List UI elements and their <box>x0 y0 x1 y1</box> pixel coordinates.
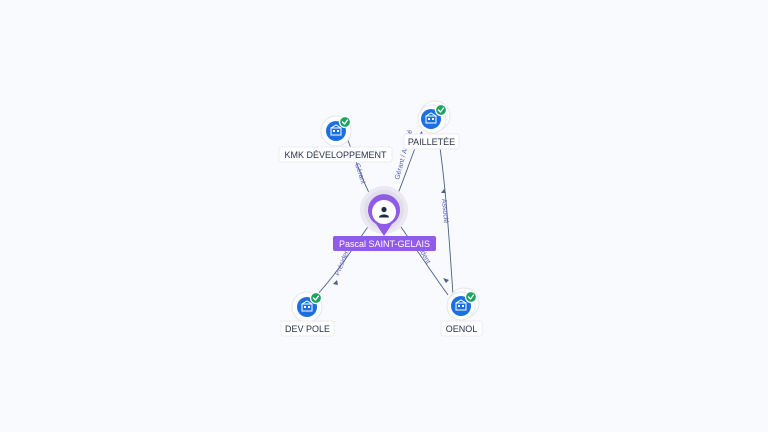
company-label-box <box>280 320 335 337</box>
edge-label-oenol-pailletee: Associé <box>440 199 449 224</box>
company-node-disc <box>421 109 441 129</box>
company-node-kmk[interactable]: KMK DÉVELOPPEMENT <box>278 115 393 163</box>
edge-oenol-pailletee <box>439 147 454 296</box>
company-name: KMK DÉVELOPPEMENT <box>284 150 387 160</box>
edge-arrow-devpole <box>333 280 338 285</box>
verified-check-icon <box>464 290 478 304</box>
company-building-icon <box>425 112 437 124</box>
company-node-disc <box>451 296 471 316</box>
verified-check-icon <box>338 115 352 129</box>
edge-arrow-oenol <box>443 278 449 283</box>
verified-check-icon <box>309 291 323 305</box>
company-building-icon <box>301 300 313 312</box>
company-building-icon <box>455 299 467 311</box>
person-name: Pascal SAINT-GELAIS <box>339 239 430 249</box>
person-icon <box>379 206 389 218</box>
company-label-box <box>278 146 393 163</box>
edge-arrow-oenol-pailletee <box>441 189 446 193</box>
company-label-box <box>440 320 483 337</box>
person-label-box <box>333 236 436 251</box>
company-name: PAILLETÉE <box>408 137 455 147</box>
person-node[interactable]: Pascal SAINT-GELAIS <box>333 186 436 251</box>
company-node-devpole[interactable]: DEV POLE <box>280 291 335 337</box>
company-building-icon <box>330 124 342 136</box>
edge-person-devpole <box>315 223 371 297</box>
company-node-pailletee[interactable]: PAILLETÉE <box>403 100 460 150</box>
edge-label-person-devpole: Président <box>334 247 352 277</box>
edge-person-oenol <box>398 223 449 296</box>
company-label-box <box>403 133 460 150</box>
verified-check-icon <box>434 103 448 117</box>
company-name: OENOL <box>446 324 478 334</box>
company-node-oenol[interactable]: OENOL <box>440 287 483 337</box>
edge-label-person-kmk: Gérant <box>353 162 366 185</box>
company-name: DEV POLE <box>285 324 330 334</box>
